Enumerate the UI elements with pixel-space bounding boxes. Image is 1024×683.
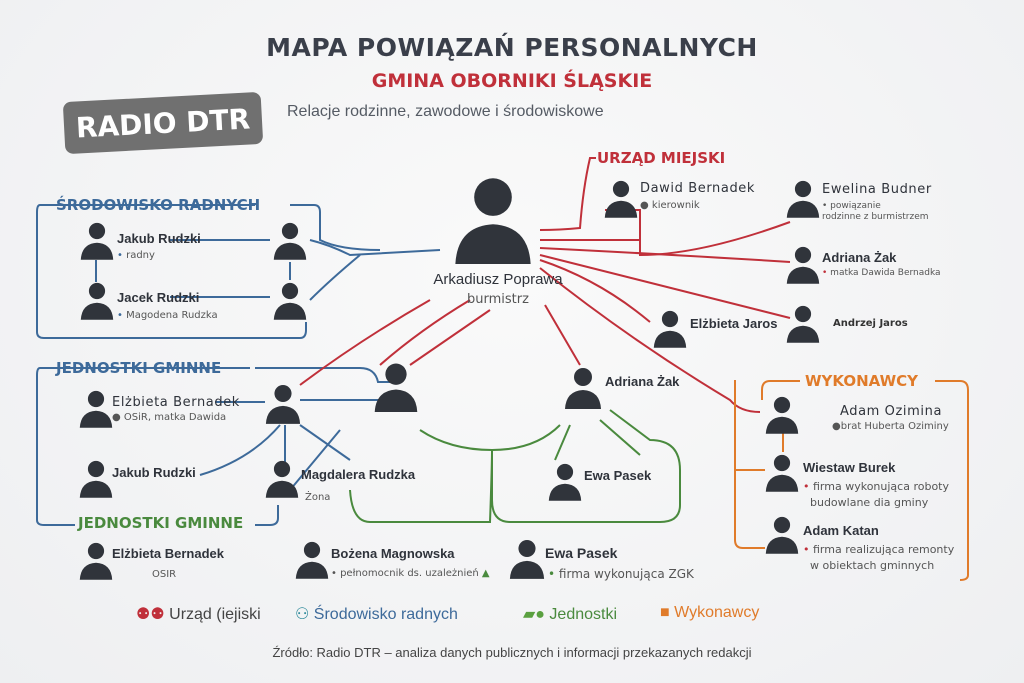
person-icon — [79, 280, 115, 320]
person-note: w obiektach gminnych — [810, 559, 935, 572]
person-name: Jakub Rudzki — [117, 231, 201, 246]
center-name: Arkadiusz Poprawa — [433, 271, 563, 288]
person-note: ● kierownik — [640, 200, 700, 211]
person-name: Dawid Bernadek — [640, 181, 756, 196]
person-icon — [264, 458, 300, 498]
person-note: • firma wykonująca ZGK — [548, 567, 694, 581]
person-name: Ewa Pasek — [584, 468, 652, 483]
person-name: Ewelina Budner — [822, 182, 932, 197]
people-icon: ⚉⚉ — [136, 606, 165, 623]
legend-srodowisko: ⚇ Środowisko radnych — [295, 606, 458, 623]
person-name: Bożena Magnowska — [331, 546, 455, 561]
person-icon — [764, 514, 800, 554]
person-name: Magdalera Rudzka — [301, 467, 416, 482]
person-icon — [563, 364, 603, 410]
person-icon — [785, 178, 821, 218]
person-name: Jacek Rudzki — [117, 290, 200, 305]
person-icon — [547, 460, 583, 502]
person-name: Wiestaw Burek — [803, 460, 896, 475]
person-icon — [272, 220, 308, 260]
radio-dtr-badge: RADIO DTR — [62, 91, 264, 155]
person-note: Żona — [305, 492, 331, 503]
person-icon — [294, 538, 330, 580]
person-icon — [603, 178, 639, 218]
person-name: Elżbieta Bernadek — [112, 546, 224, 561]
legend-urzad: ⚉⚉ Urząd (iejiski — [136, 606, 261, 623]
person-note: • firma realizująca remonty — [803, 543, 955, 556]
section-label-wykonawcy: WYKONAWCY — [805, 372, 919, 390]
person-name: Elżbieta Jaros — [690, 316, 778, 331]
person-name: Adriana Żak — [822, 250, 897, 265]
person-note: • firma wykonująca roboty — [803, 480, 949, 493]
person-name: Adam Ozimina — [840, 404, 943, 419]
source-footer: Źródło: Radio DTR – analiza danych publi… — [272, 645, 752, 660]
person-icon — [368, 360, 424, 412]
section-label-jednostki-2: JEDNOSTKI GMINNE — [78, 514, 244, 532]
person-icon — [508, 536, 546, 580]
page-subtitle: GMINA OBORNIKI ŚLĄSKIE — [371, 70, 653, 92]
person-note: ● OSiR, matka Dawida — [112, 412, 227, 423]
tagline: Relacje rodzinne, zawodowe i środowiskow… — [287, 103, 604, 120]
person-icon — [785, 302, 821, 344]
person-name: Ewa Pasek — [545, 545, 618, 561]
person-icon — [79, 220, 115, 260]
person-icon — [764, 452, 800, 492]
person-note: ●brat Huberta Oziminy — [832, 421, 949, 432]
person-note: OSIR — [152, 569, 177, 580]
person-name: Adam Katan — [803, 523, 879, 538]
person-note: • pełnomocnik ds. uzależnień ▲ — [331, 568, 490, 579]
section-label-urzad: URZĄD MIEJSKI — [597, 149, 726, 167]
person-name: Andrzej Jaros — [833, 318, 908, 329]
section-label-jednostki: JEDNOSTKI GMINNE — [56, 359, 222, 377]
person-icon — [445, 172, 541, 264]
person-name: Jakub Rudzki — [112, 465, 196, 480]
page-title: MAPA POWIĄZAŃ PERSONALNYCH — [266, 33, 758, 62]
building-icon: ▰● — [523, 606, 545, 623]
legend-jednostki: ▰● Jednostki — [523, 606, 618, 623]
group-icon: ⚇ — [295, 606, 310, 623]
person-icon — [764, 394, 800, 434]
person-icon — [264, 382, 302, 424]
person-note: • radny — [117, 250, 155, 261]
person-icon — [78, 458, 114, 498]
person-name: Adriana Żak — [605, 374, 680, 389]
person-icon — [78, 540, 114, 580]
person-note: budowlane dia gminy — [810, 496, 929, 509]
person-icon — [652, 308, 688, 348]
puzzle-icon: ■ — [660, 604, 670, 621]
person-note: • powiązanie — [822, 201, 881, 211]
person-name: Elżbieta Bernadek — [112, 395, 240, 410]
person-note: • Magodena Rudzka — [117, 310, 218, 321]
person-icon — [785, 244, 821, 284]
legend-wykonawcy: ■ Wykonawcy — [660, 604, 760, 621]
center-role: burmistrz — [467, 292, 529, 307]
person-note: • matka Dawida Bernadka — [822, 268, 941, 278]
section-label-srodowisko: ŚRODOWISKO RADNYCH — [56, 196, 261, 214]
person-icon — [272, 280, 308, 320]
person-note: rodzinne z burmistrzem — [822, 212, 929, 222]
person-icon — [78, 388, 114, 428]
